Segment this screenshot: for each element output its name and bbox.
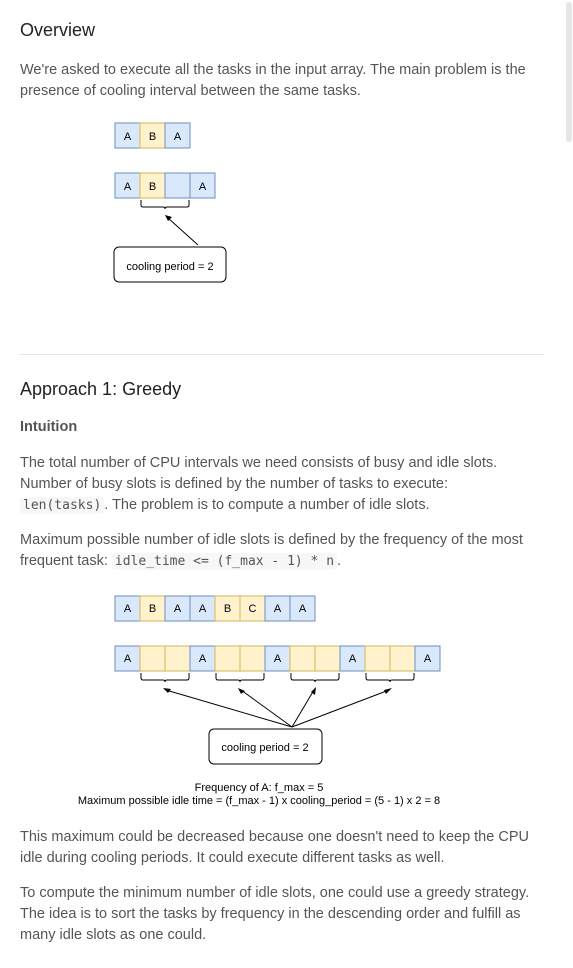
intuition-heading: Intuition <box>20 419 78 435</box>
text: . The problem is to compute a number of … <box>104 497 430 513</box>
text: Maximum possible number of idle slots is… <box>20 532 523 569</box>
cell-a <box>189 645 216 672</box>
cell-a <box>289 595 316 622</box>
overview-heading: Overview <box>20 20 96 40</box>
cell-label: A <box>124 603 132 615</box>
cell-b <box>214 595 241 622</box>
cell-idle <box>389 645 416 672</box>
cell-label: A <box>349 653 357 665</box>
cell-label: B <box>224 603 231 615</box>
text: The total number of CPU intervals we nee… <box>20 455 498 492</box>
cell-idle <box>289 645 316 672</box>
approach1-paragraph-1: The total number of CPU intervals we nee… <box>20 453 540 516</box>
diagram1-row2: A B A <box>114 172 216 199</box>
arrow-head <box>384 688 392 694</box>
section-divider <box>20 354 544 355</box>
cell-a <box>414 645 441 672</box>
brace <box>365 673 415 683</box>
frequency-caption: Frequency of A: f_max = 5 <box>195 782 324 794</box>
diagram1-row1: A B A <box>114 122 191 149</box>
cell-label: A <box>424 653 432 665</box>
cell-label: A <box>174 603 182 615</box>
diagram2-arrows <box>163 687 392 728</box>
cell-idle <box>239 645 266 672</box>
cell-a <box>114 645 141 672</box>
inline-code: idle_time <= (f_max - 1) * n <box>111 553 338 570</box>
arrow-head <box>238 688 245 694</box>
brace <box>140 673 190 683</box>
brace <box>140 200 190 210</box>
cell-idle <box>164 645 191 672</box>
approach1-heading: Approach 1: Greedy <box>20 379 182 399</box>
cell-idle <box>164 172 191 199</box>
max-idle-caption: Maximum possible idle time = (f_max - 1)… <box>78 795 440 807</box>
cooling-period-label: cooling period = 2 <box>126 261 213 273</box>
cell-idle <box>364 645 391 672</box>
cell-label: B <box>149 181 156 193</box>
cell-label: A <box>199 653 207 665</box>
arrow-head <box>311 687 316 695</box>
cell-label: B <box>149 131 156 143</box>
cooling-period-label-box <box>208 728 323 765</box>
cell-b <box>139 172 166 199</box>
cell-label: A <box>174 131 182 143</box>
cell-label: A <box>124 653 132 665</box>
cell-label: A <box>199 603 207 615</box>
approach1-paragraph-4: To compute the minimum number of idle sl… <box>20 885 530 943</box>
cell-label: A <box>274 603 282 615</box>
arrow-head <box>165 215 172 221</box>
scrollbar-track[interactable] <box>565 0 573 968</box>
cell-label: A <box>299 603 307 615</box>
cell-label: A <box>199 181 207 193</box>
arrow <box>167 217 199 246</box>
cooling-period-label-box <box>113 246 227 283</box>
cell-a <box>339 645 366 672</box>
brace <box>290 673 340 683</box>
cell-b <box>139 595 166 622</box>
cell-idle <box>214 645 241 672</box>
cell-idle <box>139 645 166 672</box>
arrow-head <box>163 688 171 693</box>
cell-a <box>114 595 141 622</box>
text: . <box>337 553 342 569</box>
cell-a <box>189 172 216 199</box>
cell-label: A <box>124 181 132 193</box>
diagram-max-idle-time: A B A A B C A A A A A A A cooling period = 2 Freque… <box>78 595 441 807</box>
approach1-paragraph-3: This maximum could be decreased because … <box>20 829 529 866</box>
cell-label: A <box>274 653 282 665</box>
arrow <box>240 689 293 728</box>
cell-a <box>164 122 191 149</box>
diagram-cooling-period: A B A A B A cooling period = 2 <box>113 122 227 283</box>
brace <box>215 673 265 683</box>
cell-label: B <box>149 603 156 615</box>
cooling-period-label: cooling period = 2 <box>221 742 308 754</box>
cell-label: A <box>124 131 132 143</box>
inline-code: len(tasks) <box>20 497 105 514</box>
scrollbar-thumb[interactable] <box>566 2 572 142</box>
diagram2-braces <box>140 673 415 683</box>
cell-idle <box>314 645 341 672</box>
arrow <box>291 689 390 728</box>
overview-text: We're asked to execute all the tasks in … <box>20 62 526 99</box>
arrow <box>165 689 293 728</box>
cell-a <box>114 172 141 199</box>
cell-a <box>189 595 216 622</box>
arrow <box>291 689 315 728</box>
approach1-paragraph-2: Maximum possible number of idle slots is… <box>20 530 540 572</box>
cell-label: C <box>249 603 257 615</box>
